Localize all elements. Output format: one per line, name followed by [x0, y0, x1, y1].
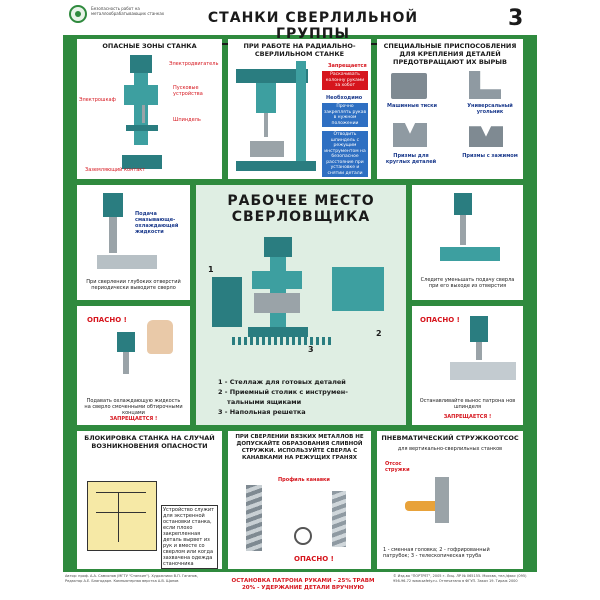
drill-bit-illustration: [97, 193, 157, 273]
angle-plate-icon: [469, 71, 501, 99]
prism-icon: [393, 123, 427, 147]
groove-label: Профиль канавки: [278, 477, 330, 483]
coolant-label: Подача смазывающе-охлаждающей жидкости: [135, 211, 179, 235]
label-start-devices: Пусковые устройства: [173, 85, 203, 97]
footer: [63, 572, 537, 600]
panel-pneumatic-suction: ПНЕВМАТИЧЕСКИЙ СТРУЖКООТСОС для вертикал…: [377, 431, 523, 569]
label-motor: Электродвигатель: [169, 61, 219, 67]
groove-section-icon: [294, 527, 312, 545]
radial-drill-illustration: [236, 61, 316, 173]
callout-2: 2: [376, 329, 382, 338]
fixture-label-prism-clamp: Призмы с зажимом: [462, 153, 518, 159]
label-forbidden: Запрещается: [328, 63, 367, 69]
label-ground-contact: Заземляющий контакт: [85, 167, 146, 173]
forbidden-note: Раскачивать колонну руками за хобот: [322, 71, 368, 90]
workplace-title: РАБОЧЕЕ МЕСТО СВЕРЛОВЩИКА: [196, 193, 406, 225]
workplace-legend: 1 - Стеллаж для готовых деталей 2 - Прие…: [218, 377, 398, 417]
panel-interlock: БЛОКИРОВКА СТАНКА НА СЛУЧАЙ ВОЗНИКНОВЕНИ…: [77, 431, 222, 569]
drill-profile-illustration: [332, 491, 346, 547]
circuit-diagram: [87, 481, 157, 551]
feed-caption: Следите уменьшать подачу сверла при его …: [420, 277, 515, 289]
necessary-note-1: Прочно закреплять рукав в нужном положен…: [322, 103, 368, 127]
drill-spiral-illustration: [246, 485, 262, 551]
panel-fixtures: СПЕЦИАЛЬНЫЕ ПРИСПОСОБЛЕНИЯ ДЛЯ КРЕПЛЕНИЯ…: [377, 39, 523, 179]
legend-item: 3 - Напольная решетка: [218, 408, 306, 416]
legend-item: 2 - Приемный столик с инструмен-: [218, 388, 348, 396]
warning-label: ОПАСНО !: [294, 555, 334, 563]
glove-caption: Подавать охлаждающую жидкость на сверло …: [84, 398, 183, 416]
pneumatic-caption: 1 - сменная головка; 2 - гофрированный п…: [383, 547, 490, 559]
chuck-forbidden: ЗАПРЕЩАЕТСЯ !: [443, 414, 492, 420]
interlock-caption: Устройство служит для экстренной останов…: [161, 505, 218, 569]
chuck-illustration: [450, 316, 516, 386]
poster-number: 3: [508, 6, 524, 31]
panel-danger-glove: ОПАСНО ! Подавать охлаждающую жидкость н…: [77, 306, 190, 425]
feed-illustration: [440, 193, 500, 269]
panel-subtitle: для вертикально-сверлильных станков: [397, 446, 503, 452]
fixture-label-angle: Универсальный угольник: [467, 103, 513, 115]
panel-danger-chuck: ОПАСНО ! Останавливайте вынос патрона но…: [412, 306, 523, 425]
drill-spindle-illustration: [107, 332, 147, 382]
prism-clamp-icon: [469, 126, 503, 147]
poster: Безопасность работ на металлообрабатываю…: [63, 0, 537, 600]
footer-publisher: © Изд-во "ПОРТРЕТ", 2005 г. Лиц. ЛР № 06…: [393, 574, 527, 583]
fixture-label-vise: Машинные тиски: [387, 103, 437, 109]
panel-radial-drilling: ПРИ РАБОТЕ НА РАДИАЛЬНО-СВЕРЛИЛЬНОМ СТАН…: [228, 39, 371, 179]
coolant-caption: При сверлении глубоких отверстий периоди…: [86, 279, 181, 291]
label-spindle: Шпиндель: [173, 117, 201, 123]
suction-label: Отсос стружки: [385, 461, 410, 473]
drill-press-illustration: [122, 55, 167, 173]
footer-stat-line1: ОСТАНОВКА ПАТРОНА РУКАМИ - 25% ТРАВМ: [231, 578, 375, 584]
label-electric-cabinet: Электрошкаф: [79, 97, 116, 103]
panel-title: БЛОКИРОВКА СТАНКА НА СЛУЧАЙ ВОЗНИКНОВЕНИ…: [84, 434, 215, 450]
panel-coolant: Подача смазывающе-охлаждающей жидкости П…: [77, 185, 190, 300]
panel-title: ПНЕВМАТИЧЕСКИЙ СТРУЖКООТСОС: [381, 434, 519, 442]
callout-1: 1: [208, 265, 214, 274]
legend-item: тальными ящиками: [218, 398, 302, 406]
panel-title: ПРИ СВЕРЛЕНИИ ВЯЗКИХ МЕТАЛЛОВ НЕ ДОПУСКА…: [235, 434, 364, 461]
label-necessary: Необходимо: [326, 95, 363, 101]
panel-title: ОПАСНЫЕ ЗОНЫ СТАНКА: [102, 42, 197, 50]
callout-3: 3: [308, 345, 314, 354]
workplace-title-line1: РАБОЧЕЕ МЕСТО: [227, 193, 375, 209]
chuck-caption: Останавливайте вынос патрона нов шпиндел…: [419, 398, 516, 410]
panel-danger-zones: ОПАСНЫЕ ЗОНЫ СТАНКА Электродвигатель Пус…: [77, 39, 222, 179]
warning-label: ОПАСНО !: [87, 316, 127, 324]
header: Безопасность работ на металлообрабатываю…: [63, 0, 537, 45]
suction-hose-illustration: [405, 477, 465, 527]
panel-viscous-metals: ПРИ СВЕРЛЕНИИ ВЯЗКИХ МЕТАЛЛОВ НЕ ДОПУСКА…: [228, 431, 371, 569]
glove-forbidden: ЗАПРЕЩАЕТСЯ !: [109, 416, 158, 422]
necessary-note-2: Отводить шпиндель с режущим инструментом…: [322, 131, 368, 177]
logo-icon: [69, 5, 87, 23]
panel-workplace: РАБОЧЕЕ МЕСТО СВЕРЛОВЩИКА 1 2 3 1 - Стел…: [196, 185, 406, 425]
footer-statistics: ОСТАНОВКА ПАТРОНА РУКАМИ - 25% ТРАВМ 20%…: [223, 578, 383, 592]
fixture-label-prism: Призмы для круглых деталей: [385, 153, 437, 165]
workplace-title-line2: СВЕРЛОВЩИКА: [231, 209, 371, 225]
warning-label: ОПАСНО !: [420, 316, 460, 324]
vise-icon: [391, 73, 427, 99]
panel-title: ПРИ РАБОТЕ НА РАДИАЛЬНО-СВЕРЛИЛЬНОМ СТАН…: [243, 42, 356, 58]
legend-item: 1 - Стеллаж для готовых деталей: [218, 378, 346, 386]
panel-title: СПЕЦИАЛЬНЫЕ ПРИСПОСОБЛЕНИЯ ДЛЯ КРЕПЛЕНИЯ…: [383, 42, 517, 66]
footer-stat-line2: 20% - УДЕРЖАНИЕ ДЕТАЛИ ВРУЧНУЮ: [241, 585, 365, 591]
panel-feed: Следите уменьшать подачу сверла при его …: [412, 185, 523, 300]
glove-icon: [147, 320, 173, 354]
workplace-illustration: [212, 237, 392, 347]
header-subtitle: Безопасность работ на металлообрабатываю…: [91, 6, 165, 16]
footer-credits: Автор: проф. А.А. Самсонов (МГТУ "Станки…: [65, 574, 198, 583]
